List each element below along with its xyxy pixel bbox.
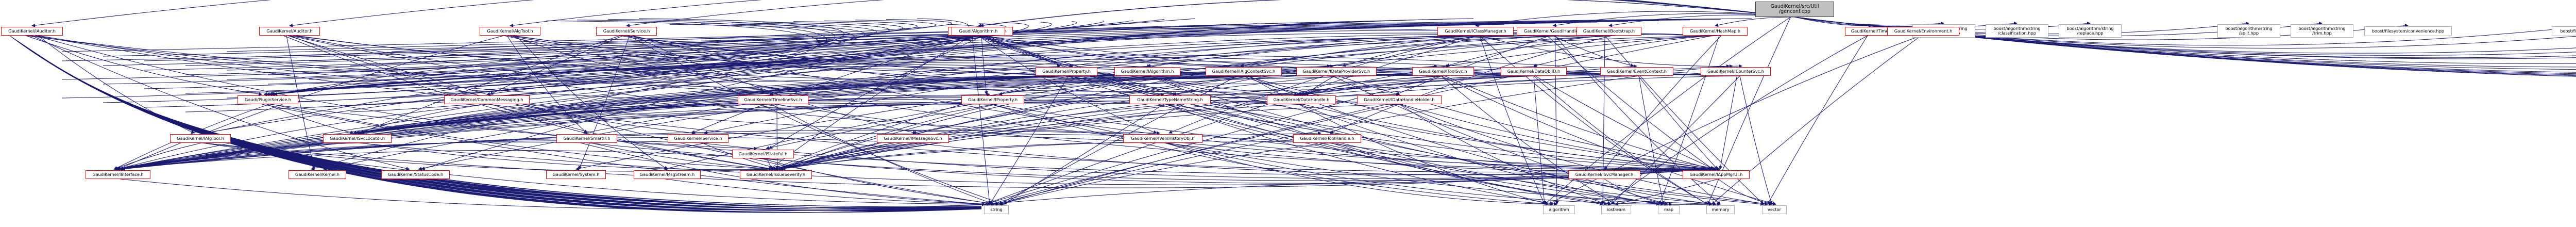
graph-node-q6[interactable]: GaudiKernel/DataObjID.h [1501,67,1567,76]
graph-node-p1[interactable]: GaudiKernel/IInterface.h [86,170,150,179]
graph-node-n4[interactable]: GaudiKernel/Service.h [596,27,657,36]
graph-node-q1[interactable]: GaudiKernel/Property.h [1036,67,1097,76]
graph-node-r3[interactable]: GaudiKernel/IDataHandleHolder.h [1357,95,1442,104]
graph-node-p2[interactable]: GaudiKernel/Kernel.h [289,170,346,179]
graph-node-v2[interactable]: iostream [1601,205,1631,214]
graph-node-u1[interactable]: GaudiKernel/IClassManager.h [1437,27,1514,36]
graph-node-q7[interactable]: GaudiKernel/EventContext.h [1600,67,1673,76]
graph-node-m4[interactable]: GaudiKernel/IProperty.h [961,95,1024,104]
graph-node-v5[interactable]: vector [1762,205,1787,214]
graph-node-m3[interactable]: GaudiKernel/ITimelineSvc.h [738,95,808,104]
graph-node-n6[interactable]: Gaudi/Algorithm.h [952,27,1005,36]
graph-node-n11[interactable]: boost/algorithm/string /classification.h… [1986,24,2048,38]
graph-node-r5[interactable]: GaudiKernel/ToolHandle.h [1293,134,1361,143]
graph-node-n14[interactable]: boost/algorithm/string /trim.hpp [2291,24,2353,38]
graph-node-q5[interactable]: GaudiKernel/IToolSvc.h [1412,67,1474,76]
graph-node-m8[interactable]: GaudiKernel/IService.h [668,134,728,143]
graph-node-n1[interactable]: GaudiKernel/IAuditor.h [1,27,63,36]
graph-node-root[interactable]: GaudiKernel/src/Util /genconf.cpp [1755,2,1834,17]
graph-node-m10[interactable]: GaudiKernel/IMessageSvc.h [877,134,949,143]
graph-node-m1[interactable]: Gaudi/PluginService.h [238,95,298,104]
graph-node-m11[interactable]: string [984,205,1009,214]
graph-node-n8[interactable]: GaudiKernel/HashMap.h [1683,27,1748,36]
graph-node-m7[interactable]: GaudiKernel/SmartIF.h [556,134,617,143]
graph-node-q2[interactable]: GaudiKernel/IAlgorithm.h [1114,67,1180,76]
graph-node-m9[interactable]: GaudiKernel/IStateful.h [732,150,794,158]
graph-node-q8[interactable]: GaudiKernel/ICounterSvc.h [1701,67,1771,76]
graph-node-m6[interactable]: GaudiKernel/ISvcLocator.h [323,134,392,143]
graph-node-n12[interactable]: boost/algorithm/string /replace.hpp [2059,24,2122,38]
graph-node-m2[interactable]: GaudiKernel/CommonMessaging.h [444,95,530,104]
graph-node-t1[interactable]: GaudiKernel/ISvcManager.h [1568,170,1640,179]
graph-node-r2[interactable]: GaudiKernel/DataHandle.h [1267,95,1336,104]
graph-node-p5[interactable]: GaudiKernel/MsgStream.h [634,170,701,179]
graph-node-s2[interactable]: GaudiKernel/Environment.h [1887,27,1959,36]
graph-node-n15[interactable]: boost/filesystem/convenience.hpp [2364,26,2452,36]
graph-node-n2[interactable]: GaudiKernel/Auditor.h [259,27,320,36]
graph-node-v3[interactable]: map [1658,205,1680,214]
graph-node-v4[interactable]: memory [1706,205,1735,214]
graph-node-p6[interactable]: GaudiKernel/IssueSeverity.h [740,170,812,179]
graph-node-q4[interactable]: GaudiKernel/IDataProviderSvc.h [1296,67,1377,76]
graph-node-n16[interactable]: boost/filesystem/exception.hpp [2552,26,2576,36]
graph-node-s1[interactable]: GaudiKernel/Bootstrap.h [1577,27,1641,36]
graph-node-n3[interactable]: GaudiKernel/AlgTool.h [480,27,540,36]
graph-node-t2[interactable]: GaudiKernel/IAppMgrUI.h [1683,170,1750,179]
graph-node-m5[interactable]: GaudiKernel/IAlgTool.h [170,134,231,143]
graph-node-r4[interactable]: GaudiKernel/IVersHistoryObj.h [1123,134,1202,143]
graph-node-p4[interactable]: GaudiKernel/System.h [546,170,606,179]
graph-node-n13[interactable]: boost/algorithm/string /split.hpp [2217,24,2280,38]
graph-node-q3[interactable]: GaudiKernel/IAlgContextSvc.h [1206,67,1282,76]
graph-node-v1[interactable]: algorithm [1543,205,1575,214]
graph-node-p3[interactable]: GaudiKernel/StatusCode.h [381,170,450,179]
graph-node-r1[interactable]: GaudiKernel/TypeNameString.h [1129,95,1211,104]
